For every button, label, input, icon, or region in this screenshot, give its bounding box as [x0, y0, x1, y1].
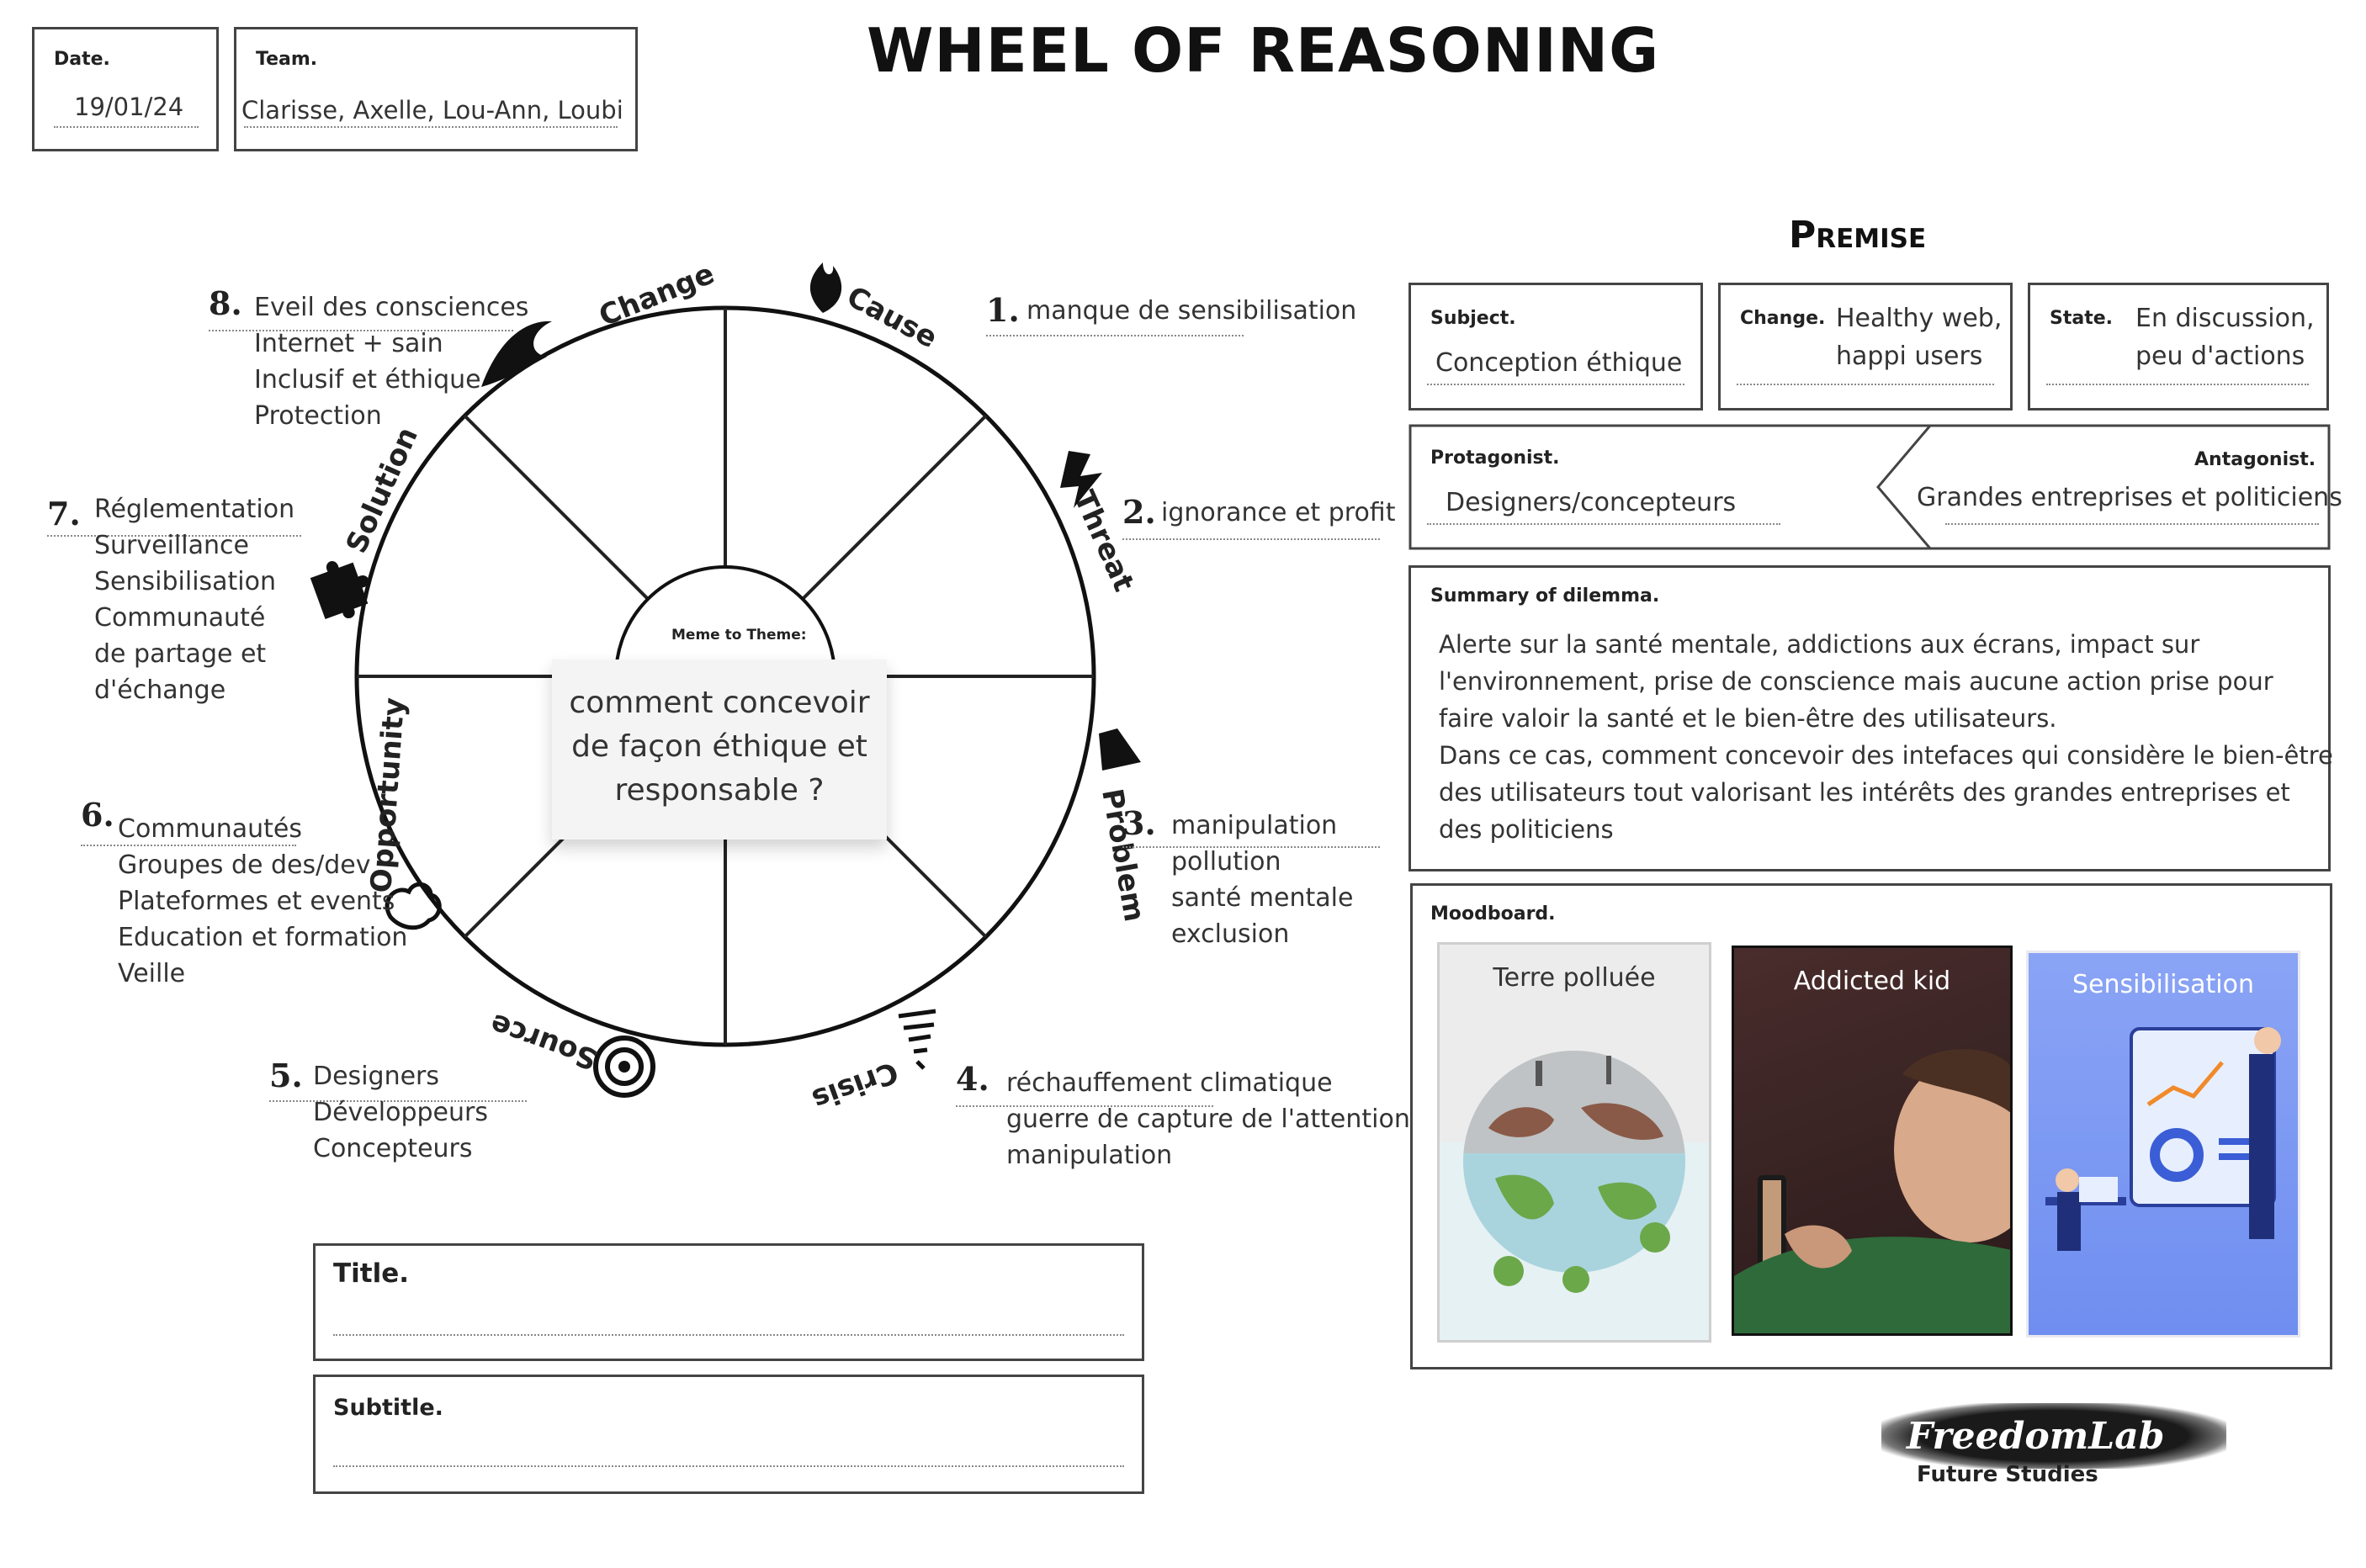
change-underline	[1737, 384, 1994, 385]
logo-ink-splash	[1881, 1403, 2226, 1469]
title-box[interactable]	[313, 1243, 1144, 1361]
subject-label: Subject.	[1430, 308, 1516, 329]
summary-text: Alerte sur la santé mentale, addictions …	[1439, 630, 2333, 844]
svg-text:Crisis: Crisis	[808, 1055, 903, 1117]
team-value: Clarisse, Axelle, Lou-Ann, Loubi	[241, 96, 623, 124]
wheel-diagram: Change Cause Threat Problem Crisis Sourc…	[310, 257, 1151, 1117]
meme-to-theme-label: Meme to Theme:	[671, 627, 807, 644]
summary-label: Summary of dilemma.	[1430, 585, 1660, 607]
answer-5-underline	[269, 1100, 527, 1102]
target-icon	[593, 1036, 655, 1098]
moodboard-label: Moodboard.	[1430, 903, 1556, 924]
puzzle-icon	[310, 560, 369, 620]
moodboard-image-terre-polluee: Terre polluée	[1437, 942, 1711, 1343]
subject-box	[1408, 283, 1703, 411]
page-title: WHEEL OF REASONING	[867, 15, 1660, 86]
answer-3-underline	[1122, 846, 1380, 848]
svg-text:Cause: Cause	[841, 280, 943, 355]
state-label: State.	[2050, 308, 2114, 329]
date-value: 19/01/24	[74, 93, 184, 121]
team-label: Team.	[256, 49, 318, 70]
segment-change-label: Change	[594, 257, 719, 333]
summary-box	[1408, 565, 2331, 871]
subtitle-box[interactable]	[313, 1375, 1144, 1494]
answer-6-underline	[81, 845, 296, 846]
premise-heading: Premise	[1789, 214, 1927, 257]
protagonist-antagonist-arrows	[1408, 424, 2331, 550]
answer-4-number: 4.	[956, 1060, 989, 1098]
logo-brand: FreedomLab	[1907, 1415, 2165, 1458]
freedomlab-logo: FreedomLab Future Studies	[1873, 1400, 2226, 1492]
cloud-icon	[385, 882, 442, 930]
title-label: Title.	[333, 1258, 410, 1289]
antagonist-label: Antagonist.	[2194, 449, 2316, 470]
svg-text:Change: Change	[594, 257, 719, 333]
triangle-warning-icon	[1099, 728, 1141, 771]
answer-1-number: 1.	[986, 291, 1020, 329]
moodboard-caption: Addicted kid	[1793, 967, 1951, 996]
antagonist-value: Grandes entreprises et politiciens	[1917, 483, 2342, 512]
segment-crisis-label: Crisis	[808, 1055, 903, 1117]
logo-tagline: Future Studies	[1917, 1462, 2098, 1487]
protagonist-label: Protagonist.	[1430, 448, 1560, 469]
date-label: Date.	[54, 49, 110, 70]
title-underline	[333, 1334, 1124, 1336]
state-underline	[2046, 384, 2309, 385]
change-label: Change.	[1740, 308, 1826, 329]
answer-8-underline	[209, 330, 513, 331]
team-box	[234, 27, 638, 151]
answer-8-number: 8.	[209, 284, 242, 322]
subtitle-label: Subtitle.	[333, 1395, 443, 1421]
answer-1-text: manque de sensibilisation	[1027, 296, 1357, 326]
lightning-icon	[1060, 451, 1102, 508]
moodboard-image-addicted-kid: Addicted kid	[1732, 946, 2013, 1336]
antagonist-underline	[1945, 523, 2319, 525]
answer-4-underline	[956, 1105, 1213, 1107]
answer-2-number: 2.	[1122, 493, 1156, 531]
moodboard-image-sensibilisation: Sensibilisation	[2026, 951, 2300, 1338]
date-box	[32, 27, 219, 151]
tornado-icon	[898, 1009, 936, 1070]
subtitle-underline	[333, 1465, 1124, 1467]
answer-7-underline	[47, 535, 301, 537]
change-value: Healthy web,happi users	[1836, 304, 2003, 371]
moodboard-caption: Terre polluée	[1493, 963, 1656, 993]
subject-value: Conception éthique	[1435, 348, 1683, 378]
subject-underline	[1427, 384, 1684, 385]
change-box	[1718, 283, 2013, 411]
earth-illustration-icon	[1463, 1051, 1685, 1293]
state-box	[2028, 283, 2329, 411]
sticky-line: de façon éthique et	[571, 729, 867, 764]
segment-cause-label: Cause	[841, 280, 943, 355]
wave-icon	[481, 320, 552, 387]
answer-3-number: 3.	[1122, 804, 1156, 842]
center-sticky-note: comment concevoir de façon éthique et re…	[552, 660, 887, 840]
flame-icon	[809, 262, 842, 313]
state-value: En discussion,peu d'actions	[2135, 304, 2315, 371]
sticky-line: responsable ?	[614, 773, 825, 808]
presentation-illustration-icon	[2045, 1027, 2281, 1251]
date-underline	[54, 126, 199, 128]
protagonist-underline	[1427, 523, 1780, 525]
answer-5-number: 5.	[269, 1057, 303, 1094]
child-with-phone-illustration-icon	[1734, 1049, 2010, 1333]
answer-6-number: 6.	[81, 796, 114, 834]
answer-2-text: ignorance et profit	[1161, 498, 1396, 527]
team-underline	[244, 126, 618, 128]
sticky-line: comment concevoir	[569, 686, 870, 720]
answer-2-underline	[1122, 538, 1380, 540]
protagonist-value: Designers/concepteurs	[1446, 488, 1737, 517]
answer-7-number: 7.	[47, 495, 81, 532]
answer-1-underline	[986, 335, 1244, 336]
moodboard-caption: Sensibilisation	[2072, 970, 2254, 999]
